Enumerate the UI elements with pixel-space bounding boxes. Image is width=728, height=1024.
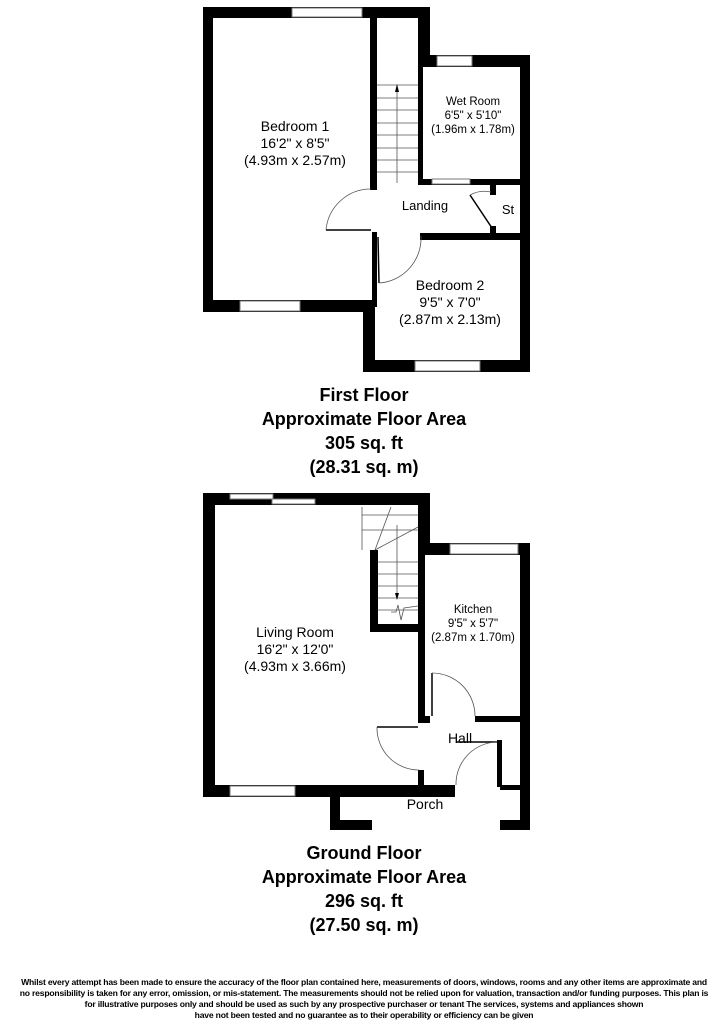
area-sqm: (27.50 sq. m) bbox=[309, 915, 419, 935]
room-dimensions-imperial: 9'5" x 5'7" bbox=[447, 618, 499, 631]
window bbox=[414, 360, 481, 372]
room-dimensions-imperial: 16'2" x 8'5" bbox=[260, 135, 330, 152]
room-label-storage: St bbox=[496, 202, 520, 218]
area-sqft: 296 sq. ft bbox=[324, 891, 404, 911]
sliding-door bbox=[431, 178, 471, 185]
disclaimer-line: for illustrative purposes only and shoul… bbox=[84, 999, 644, 1009]
room-name: Bedroom 2 bbox=[415, 277, 485, 293]
first-floor-doors bbox=[325, 188, 493, 284]
room-name: Kitchen bbox=[453, 604, 493, 616]
first-floor-walls bbox=[203, 7, 530, 372]
ground-floor-area-summary: Ground Floor Approximate Floor Area 296 … bbox=[0, 841, 728, 937]
room-label-living-room: Living Room 16'2" x 12'0" (4.93m x 3.66m… bbox=[225, 624, 365, 675]
room-dimensions-imperial: 6'5" x 5'10" bbox=[444, 110, 502, 123]
area-label: Approximate Floor Area bbox=[261, 867, 467, 887]
window bbox=[229, 785, 296, 797]
ground-floor-doors bbox=[376, 672, 498, 786]
room-label-bedroom-2: Bedroom 2 9'5" x 7'0" (2.87m x 2.13m) bbox=[380, 277, 520, 328]
area-sqm: (28.31 sq. m) bbox=[309, 457, 419, 477]
room-label-bedroom-1: Bedroom 1 16'2" x 8'5" (4.93m x 2.57m) bbox=[225, 118, 365, 169]
disclaimer: Whilst every attempt has been made to en… bbox=[0, 977, 728, 1021]
window bbox=[239, 300, 301, 312]
room-name: Landing bbox=[401, 198, 449, 213]
room-name: Living Room bbox=[256, 624, 334, 640]
room-label-kitchen: Kitchen 9'5" x 5'7" (2.87m x 1.70m) bbox=[423, 603, 523, 645]
room-name: Hall bbox=[447, 730, 473, 746]
room-dimensions-metric: (1.96m x 1.78m) bbox=[431, 124, 515, 137]
sliding-door bbox=[229, 493, 274, 500]
room-label-porch: Porch bbox=[395, 796, 455, 813]
room-dimensions-metric: (2.87m x 2.13m) bbox=[399, 311, 501, 328]
disclaimer-line: have not been tested and no guarantee as… bbox=[194, 1010, 534, 1020]
sliding-door bbox=[271, 498, 316, 505]
area-sqft: 305 sq. ft bbox=[324, 433, 404, 453]
room-name: Bedroom 1 bbox=[260, 118, 330, 134]
window bbox=[291, 7, 363, 18]
window bbox=[449, 543, 519, 555]
ground-floor-stairs bbox=[361, 506, 419, 621]
disclaimer-line: Whilst every attempt has been made to en… bbox=[21, 977, 707, 987]
room-dimensions-metric: (4.93m x 2.57m) bbox=[244, 152, 346, 169]
first-floor-area-summary: First Floor Approximate Floor Area 305 s… bbox=[0, 383, 728, 479]
disclaimer-line: no responsibility is taken for any error… bbox=[19, 988, 709, 998]
room-dimensions-metric: (2.87m x 1.70m) bbox=[431, 632, 515, 645]
room-name: Porch bbox=[406, 796, 444, 812]
room-dimensions-imperial: 9'5" x 7'0" bbox=[419, 294, 481, 311]
ground-floor-walls bbox=[203, 493, 530, 830]
floor-title: Ground Floor bbox=[306, 843, 422, 863]
room-name: Wet Room bbox=[445, 96, 501, 108]
room-dimensions-metric: (4.93m x 3.66m) bbox=[244, 658, 346, 675]
room-label-landing: Landing bbox=[390, 198, 460, 214]
window bbox=[436, 55, 473, 67]
first-floor-stairs bbox=[377, 84, 418, 183]
room-name: St bbox=[501, 202, 515, 217]
room-label-wet-room: Wet Room 6'5" x 5'10" (1.96m x 1.78m) bbox=[423, 95, 523, 137]
area-label: Approximate Floor Area bbox=[261, 409, 467, 429]
room-dimensions-imperial: 16'2" x 12'0" bbox=[256, 641, 334, 658]
room-label-hall: Hall bbox=[440, 730, 480, 747]
floor-title: First Floor bbox=[319, 385, 409, 405]
